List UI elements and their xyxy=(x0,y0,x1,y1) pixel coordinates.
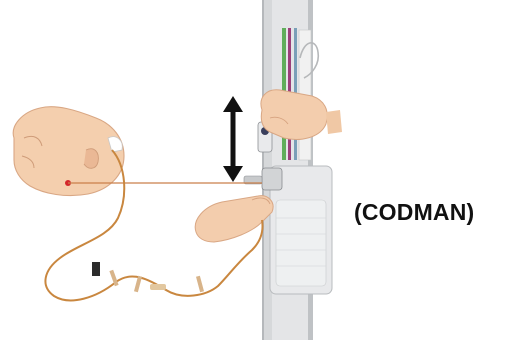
double-headed-arrow-icon xyxy=(223,96,243,182)
upper-hand xyxy=(261,90,342,140)
manufacturer-label: (CODMAN) xyxy=(354,199,474,226)
patient-head xyxy=(13,107,124,196)
